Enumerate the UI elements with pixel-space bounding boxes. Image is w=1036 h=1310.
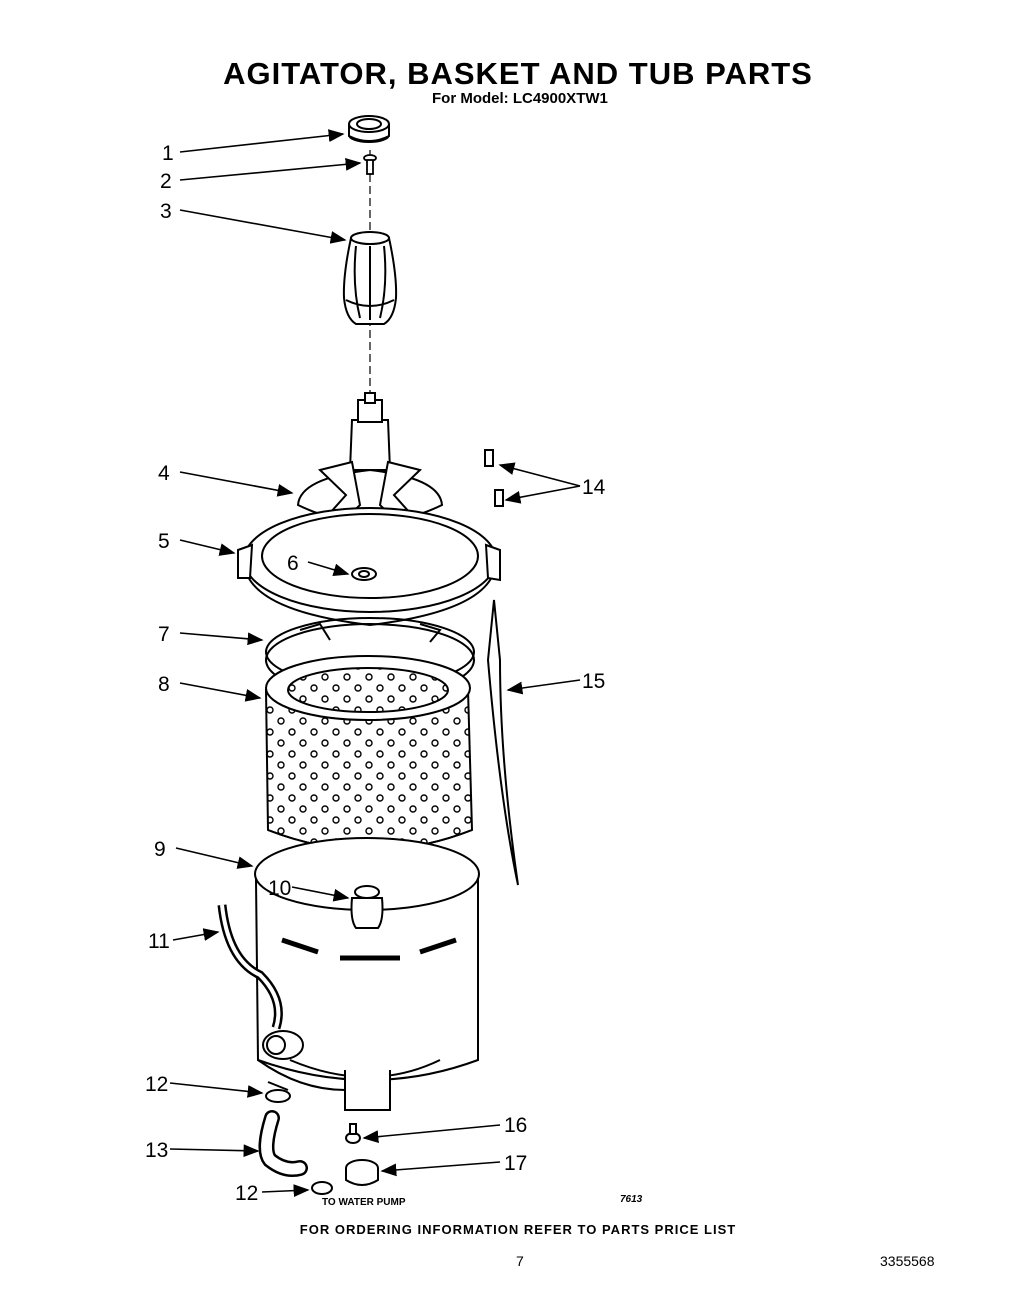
- drawing-code: 7613: [620, 1194, 643, 1205]
- callout-6: 6: [287, 552, 299, 575]
- callout-1: 1: [162, 142, 174, 165]
- callout-10: 10: [268, 877, 291, 900]
- tub-ring-part-5: [237, 507, 501, 627]
- callout-4: 4: [158, 462, 170, 485]
- leader-lines: [169, 129, 581, 1198]
- callout-7: 7: [158, 623, 170, 646]
- callout-2: 2: [160, 170, 172, 193]
- callout-11: 11: [148, 930, 170, 953]
- document-number: 3355568: [880, 1253, 935, 1269]
- strap-part-15: [486, 599, 519, 886]
- callout-14: 14: [582, 476, 606, 499]
- callout-12-top: 12: [145, 1073, 168, 1096]
- hub-part-10: [350, 885, 384, 929]
- agitator-barrel-part-3: [342, 231, 398, 325]
- to-water-pump-label: TO WATER PUMP: [322, 1197, 406, 1208]
- ordering-info-footer: FOR ORDERING INFORMATION REFER TO PARTS …: [299, 1222, 737, 1237]
- callout-5: 5: [158, 530, 170, 553]
- screw-part-2: [363, 154, 377, 175]
- seal-part-17: [345, 1159, 379, 1186]
- page-number: 7: [516, 1253, 524, 1269]
- clamp-part-12-top: [265, 1081, 291, 1103]
- model-subtitle: For Model: LC4900XTW1: [432, 90, 608, 107]
- nut-part-6: [351, 567, 377, 581]
- basket-part-8: [264, 655, 474, 851]
- tub-outlet: [262, 1030, 304, 1060]
- callout-3: 3: [160, 200, 172, 223]
- bolt-part-16: [345, 1123, 361, 1144]
- clamp-part-12-bottom: [311, 1181, 333, 1195]
- callout-17: 17: [504, 1152, 527, 1175]
- callout-8: 8: [158, 673, 170, 696]
- callout-15: 15: [582, 670, 605, 693]
- callout-16: 16: [504, 1114, 527, 1137]
- callout-13: 13: [145, 1139, 168, 1162]
- outer-tub-part-9: [254, 837, 480, 1111]
- cap-part-1: [348, 115, 390, 143]
- clip-part-14: [484, 449, 504, 507]
- callout-12-bottom: 12: [235, 1182, 258, 1205]
- page-title: AGITATOR, BASKET AND TUB PARTS: [223, 56, 813, 91]
- callout-9: 9: [154, 838, 166, 861]
